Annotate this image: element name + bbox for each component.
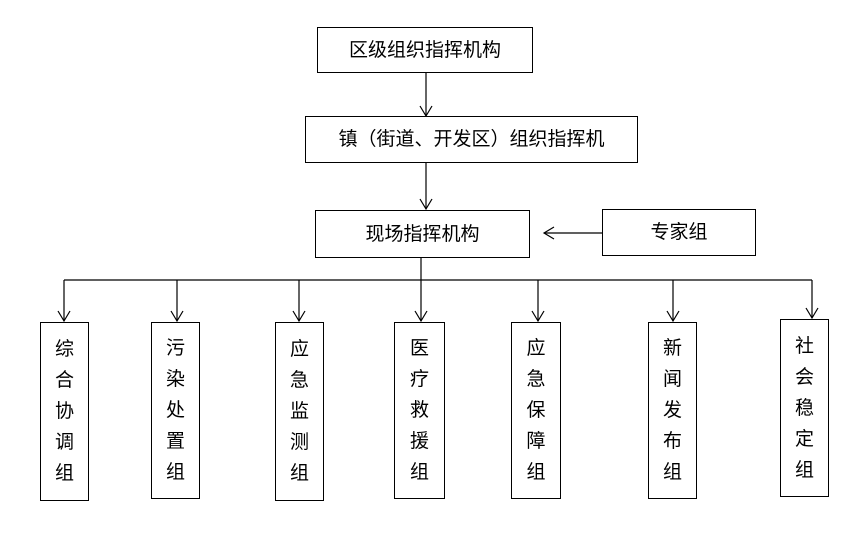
arrowhead-group-7 — [805, 307, 819, 320]
expert-group-label: 专家组 — [650, 221, 708, 243]
group-box-3: 应 急 监 测 组 — [275, 322, 324, 501]
group-box-1: 综 合 协 调 组 — [40, 322, 89, 501]
arrowhead-expert — [542, 226, 555, 240]
group-box-2: 污 染 处 置 组 — [151, 322, 200, 499]
group-box-7: 社 会 稳 定 组 — [780, 319, 829, 497]
town-command-label: 镇（街道、开发区）组织指挥机 — [338, 128, 605, 150]
group-label-2: 污 染 处 置 组 — [165, 337, 185, 483]
group-label-1: 综 合 协 调 组 — [54, 338, 74, 484]
arrowhead-group-4 — [414, 310, 428, 323]
arrowhead-onsite — [419, 198, 433, 211]
onsite-command-box: 现场指挥机构 — [315, 210, 530, 258]
town-command-box: 镇（街道、开发区）组织指挥机 — [305, 116, 638, 163]
arrowhead-group-6 — [666, 310, 680, 323]
arrowhead-group-3 — [292, 310, 306, 323]
arrowhead-group-1 — [57, 310, 71, 323]
group-box-6: 新 闻 发 布 组 — [648, 322, 697, 499]
expert-group-box: 专家组 — [602, 209, 756, 256]
onsite-command-label: 现场指挥机构 — [365, 222, 480, 245]
group-label-7: 社 会 稳 定 组 — [794, 334, 814, 481]
group-label-5: 应 急 保 障 组 — [526, 337, 546, 483]
group-label-4: 医 疗 救 援 组 — [409, 337, 429, 483]
group-label-3: 应 急 监 测 组 — [289, 338, 309, 484]
group-box-5: 应 急 保 障 组 — [511, 322, 561, 499]
district-command-box: 区级组织指挥机构 — [317, 27, 533, 73]
group-box-4: 医 疗 救 援 组 — [394, 322, 445, 499]
arrowhead-group-2 — [170, 310, 184, 323]
arrowhead-group-5 — [531, 310, 545, 323]
group-label-6: 新 闻 发 布 组 — [662, 337, 682, 483]
district-command-label: 区级组织指挥机构 — [348, 38, 501, 61]
